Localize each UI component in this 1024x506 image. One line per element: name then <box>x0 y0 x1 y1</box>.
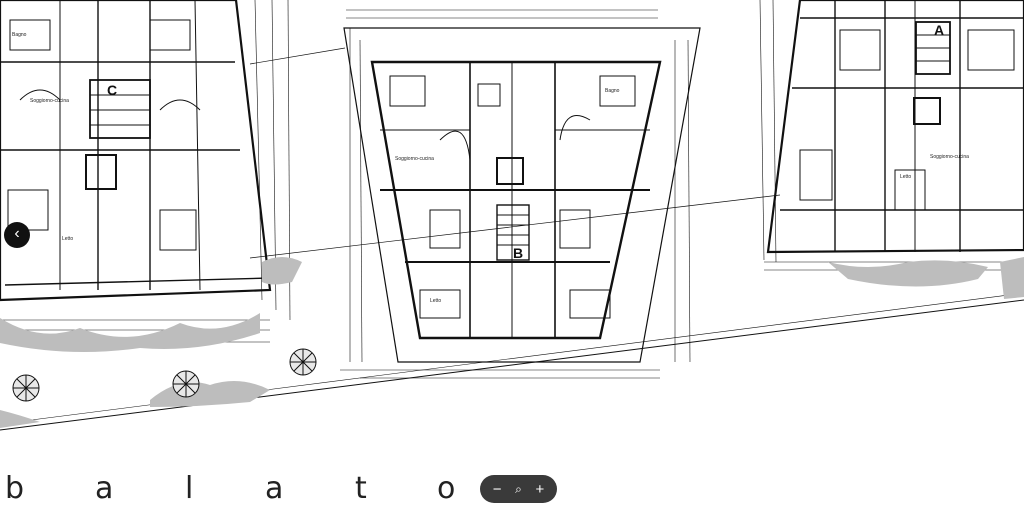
room-label: Soggiorno-cucina <box>395 156 434 162</box>
title-letter: l <box>185 471 194 506</box>
block-label-c: C <box>107 82 117 98</box>
zoom-in-button[interactable]: + <box>535 480 545 498</box>
room-label: Letto <box>62 236 73 242</box>
block-label-b: B <box>513 245 523 261</box>
chevron-left-icon: ‹ <box>14 225 20 242</box>
zoom-out-button[interactable]: − <box>492 480 502 498</box>
floor-plan-image: C B A Soggiorno-cucina Soggiorno-cucina … <box>0 0 1024 431</box>
room-label: Letto <box>900 174 911 180</box>
title-letter: a <box>95 471 114 506</box>
title-letter: b <box>5 471 25 506</box>
title-letter: o <box>437 471 456 506</box>
magnifier-icon: ⌕ <box>515 482 522 496</box>
title-letter: a <box>265 471 284 506</box>
room-label: Soggiorno-cucina <box>930 154 969 160</box>
room-label: Bagno <box>12 32 27 38</box>
zoom-controls: − ⌕ + <box>480 475 557 503</box>
room-label: Bagno <box>605 88 620 94</box>
title-letter: t <box>355 471 367 506</box>
previous-image-button[interactable]: ‹ <box>4 222 30 248</box>
room-label: Soggiorno-cucina <box>30 98 69 104</box>
block-label-a: A <box>934 22 944 38</box>
room-label: Letto <box>430 298 441 304</box>
